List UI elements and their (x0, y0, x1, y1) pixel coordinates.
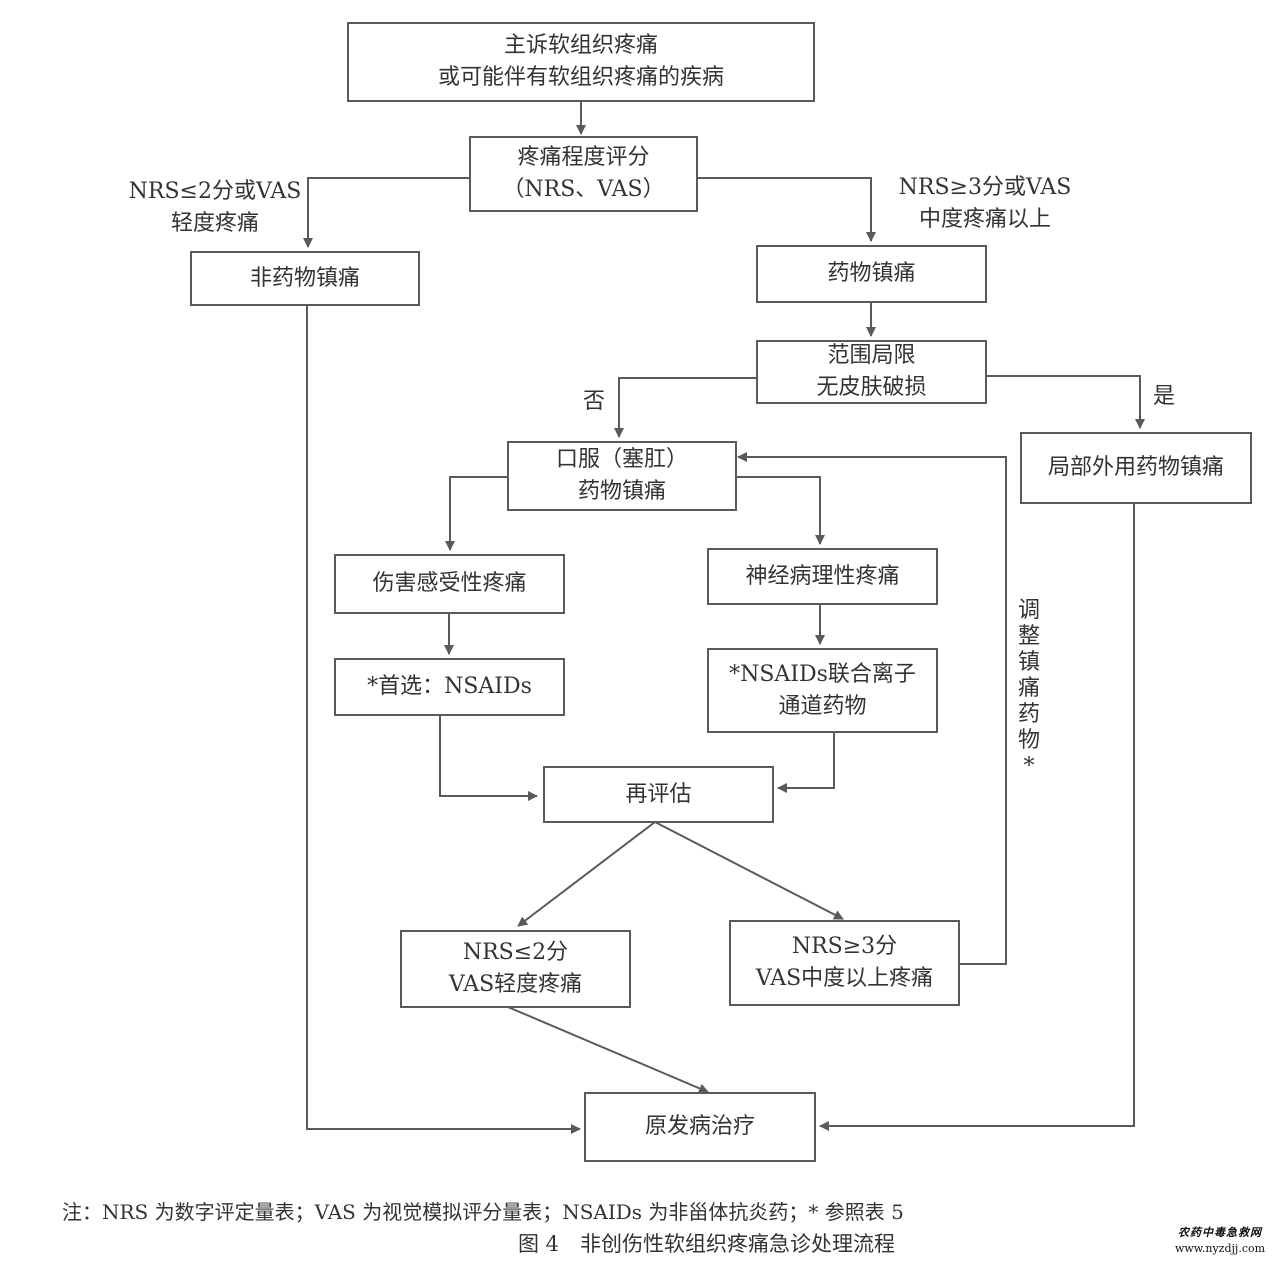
vertical-char: 整 (1017, 624, 1040, 649)
footnote: 注：NRS 为数字评定量表；VAS 为视觉模拟评分量表；NSAIDs 为非甾体抗… (62, 1200, 904, 1224)
node-text-line: NRS≥3分 (791, 934, 898, 959)
node-text-line: *首选：NSAIDs (367, 674, 532, 699)
edge-reassess-to-mild (517, 821, 656, 927)
node-reassess: 再评估 (543, 766, 774, 823)
edge-mild-to-primary (507, 1006, 709, 1094)
node-mild-result: NRS≤2分 VAS轻度疼痛 (400, 930, 631, 1008)
node-text-line: 非药物镇痛 (249, 265, 360, 291)
vertical-char: 调 (1017, 598, 1040, 623)
vertical-char: 药 (1017, 702, 1040, 727)
vertical-char: * (1023, 754, 1035, 779)
edge-score-to-nondrug (303, 177, 470, 248)
node-text-line: 或可能伴有软组织疼痛的疾病 (437, 65, 724, 90)
node-moderate-result: NRS≥3分 VAS中度以上疼痛 (729, 920, 960, 1006)
node-text-line: 疼痛程度评分 (517, 145, 650, 170)
node-oral: 口服（塞肛） 药物镇痛 (507, 441, 737, 511)
node-text-line: 范围局限 (827, 343, 916, 368)
edge-label-moderate: NRS≥3分或VAS 中度疼痛以上 (880, 172, 1090, 236)
node-text-line: VAS轻度疼痛 (448, 972, 583, 997)
node-text-line: 药物镇痛 (827, 261, 916, 286)
vertical-char: 痛 (1017, 676, 1040, 701)
node-pain-score: 疼痛程度评分 （NRS、VAS） (469, 136, 698, 212)
node-text-line: 再评估 (625, 781, 692, 807)
node-text-line: 主诉软组织疼痛 (503, 33, 658, 58)
node-topical: 局部外用药物镇痛 (1020, 432, 1252, 504)
node-text-line: *NSAIDs联合离子 (729, 661, 916, 687)
node-text-line: 伤害感受性疼痛 (372, 571, 527, 596)
node-limited-range: 范围局限 无皮肤破损 (756, 340, 987, 404)
node-text-line: 口服（塞肛） (555, 447, 688, 472)
figure-caption: 图 4 非创伤性软组织疼痛急诊处理流程 (518, 1232, 896, 1256)
edge-moderate-to-oral-loop (737, 452, 1007, 965)
edge-label-no: 否 (582, 389, 605, 414)
node-neuropathic: 神经病理性疼痛 (707, 548, 938, 605)
node-text-line: 通道药物 (778, 693, 867, 719)
node-text-line: （NRS、VAS） (502, 177, 665, 202)
node-text-line: 药物镇痛 (577, 479, 666, 504)
vertical-char: 物 (1017, 728, 1040, 753)
node-text-line: 原发病治疗 (644, 1114, 755, 1139)
node-text-line: 无皮肤破损 (816, 375, 927, 400)
edge-range-to-oral (614, 377, 757, 438)
edge-nsaids-to-reassess (439, 715, 538, 801)
vertical-char: 镇 (1017, 650, 1040, 675)
edge-label-line: NRS≥3分或VAS (898, 175, 1072, 200)
node-text-line: 局部外用药物镇痛 (1047, 455, 1224, 480)
node-text-line: NRS≤2分 (462, 940, 569, 965)
watermark-url: www.nyzdjj.com (1174, 1242, 1266, 1255)
edge-nondrug-to-primary (306, 304, 581, 1134)
edge-label-line: NRS≤2分或VAS (128, 179, 302, 204)
node-nsaids-combo: *NSAIDs联合离子 通道药物 (707, 648, 938, 733)
node-nociceptive: 伤害感受性疼痛 (334, 554, 565, 614)
node-nsaids-first: *首选：NSAIDs (334, 658, 565, 716)
edge-range-to-topical (986, 375, 1145, 429)
edge-topical-to-primary (819, 503, 1135, 1131)
edge-oral-to-nociceptive (445, 476, 508, 551)
watermark-title: 农药中毒急救网 (1178, 1226, 1262, 1239)
node-chief-complaint: 主诉软组织疼痛 或可能伴有软组织疼痛的疾病 (347, 22, 815, 102)
node-text-line: VAS中度以上疼痛 (755, 966, 934, 991)
node-text-line: 神经病理性疼痛 (745, 563, 900, 589)
edge-oral-to-neuropathic (735, 476, 825, 545)
edge-combo-to-reassess (777, 732, 835, 793)
node-drug: 药物镇痛 (756, 245, 987, 303)
edge-score-to-drug (697, 177, 876, 242)
edge-label-line: 轻度疼痛 (170, 211, 259, 236)
edge-reassess-to-moderate (654, 821, 844, 920)
edge-label-adjust-vertical: 调 整 镇 痛 药 物 * (1013, 598, 1045, 780)
node-non-drug: 非药物镇痛 (190, 251, 420, 306)
edge-label-yes: 是 (1152, 384, 1175, 409)
edge-label-mild: NRS≤2分或VAS 轻度疼痛 (110, 176, 320, 240)
node-primary-treatment: 原发病治疗 (584, 1092, 816, 1162)
edge-label-line: 中度疼痛以上 (918, 207, 1051, 232)
